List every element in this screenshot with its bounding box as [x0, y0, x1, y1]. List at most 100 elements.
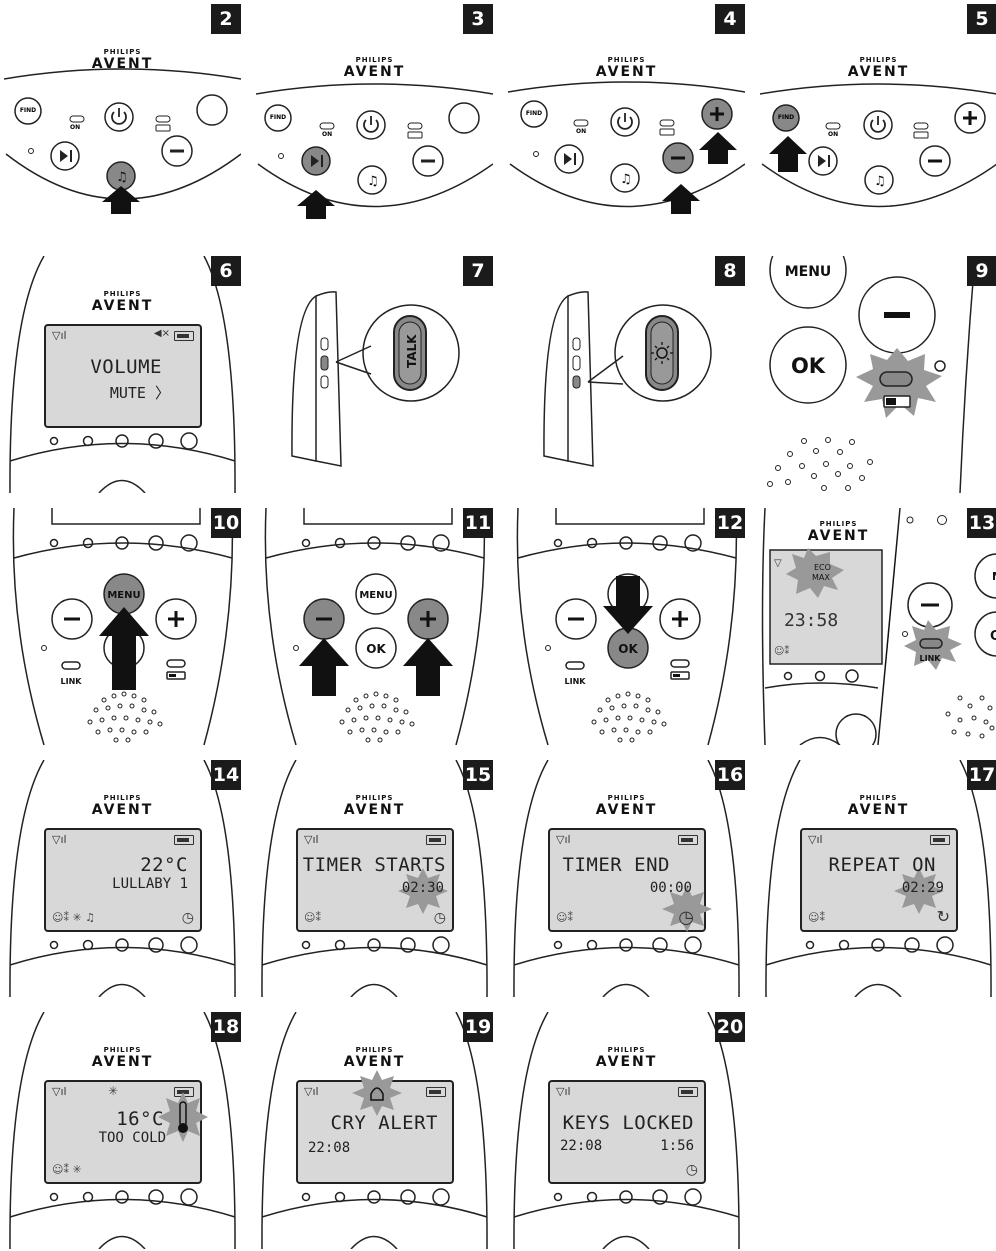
- brand-logo: AVENT: [91, 802, 154, 818]
- ok-button[interactable]: [769, 326, 847, 404]
- screen-line-1: REPEAT ON: [828, 854, 936, 876]
- step-number: 16: [715, 760, 745, 790]
- mute-icon: ◀×: [153, 328, 170, 339]
- battery-icon: [678, 835, 698, 845]
- screen-line-2: 02:30: [401, 880, 444, 896]
- find-label: FIND: [777, 114, 795, 121]
- plus-button[interactable]: [448, 102, 480, 134]
- brand-top: PHILIPS: [103, 290, 142, 298]
- brand-logo: AVENT: [595, 1054, 658, 1070]
- lcd-screen: ▽ıl 22°C LULLABY 1 ☺⁑ ✳ ♫ ◷: [44, 828, 202, 932]
- menu-label: MENU: [359, 590, 392, 601]
- step-panel-7: TALK 7: [256, 256, 493, 493]
- eco-badge-bottom: MAX: [812, 573, 830, 582]
- signal-icon: ▽ıl: [52, 833, 67, 846]
- screen-line-1: CRY ALERT: [330, 1112, 438, 1134]
- lullaby-button[interactable]: [357, 165, 387, 195]
- brand-logo: AVENT: [595, 64, 658, 80]
- screen-line-2: MUTE 〉: [109, 384, 170, 402]
- step-number: 11: [463, 508, 493, 538]
- svg-text:♫: ♫: [620, 172, 632, 187]
- lcd-screen: ▽ıl KEYS LOCKED 22:08 1:56 ◷: [548, 1080, 706, 1184]
- brand-logo: AVENT: [343, 64, 406, 80]
- find-button[interactable]: [264, 104, 292, 132]
- ok-label: OK: [990, 629, 996, 644]
- ok-label: OK: [618, 642, 638, 656]
- menu-button[interactable]: [769, 256, 847, 309]
- brand-logo: AVENT: [847, 802, 910, 818]
- timer-icon: ◷: [678, 907, 694, 928]
- step-number: 8: [715, 256, 745, 286]
- menu-label: MENU: [785, 264, 832, 280]
- step-number: 19: [463, 1012, 493, 1042]
- brand-top: PHILIPS: [355, 794, 394, 802]
- step-number: 14: [211, 760, 241, 790]
- screen-line-2: TOO COLD: [98, 1130, 166, 1146]
- plus-button[interactable]: [196, 94, 228, 126]
- repeat-timer-icon: ↻: [936, 907, 950, 926]
- signal-icon: ▽ıl: [52, 1085, 67, 1098]
- on-label: ON: [322, 131, 333, 138]
- nightlight-icon: ✳: [108, 1084, 119, 1098]
- ok-button[interactable]: [355, 627, 397, 669]
- brand-top: PHILIPS: [103, 48, 142, 56]
- step-panel-11: MENU OK 11: [256, 508, 493, 745]
- menu-button[interactable]: [355, 573, 397, 615]
- battery-button[interactable]: [879, 371, 913, 387]
- timer-icon: ◷: [685, 1162, 698, 1178]
- link-label: LINK: [565, 677, 587, 686]
- brand-top: PHILIPS: [607, 56, 646, 64]
- lcd-screen: ▽ıl ◀× VOLUME MUTE 〉: [44, 324, 202, 428]
- brand-logo: AVENT: [91, 298, 154, 314]
- on-label: ON: [828, 131, 839, 138]
- find-button[interactable]: [14, 97, 42, 125]
- on-label: ON: [70, 124, 81, 131]
- lullaby-button[interactable]: [610, 163, 640, 193]
- brand-top: PHILIPS: [859, 56, 898, 64]
- find-label: FIND: [269, 114, 287, 121]
- link-button[interactable]: [919, 638, 943, 649]
- step-number: 18: [211, 1012, 241, 1042]
- screen-line-1: TIMER END: [562, 854, 670, 876]
- brand-top: PHILIPS: [859, 794, 898, 802]
- find-button[interactable]: [772, 104, 800, 132]
- on-label: ON: [576, 128, 587, 135]
- signal-icon: ▽ıl: [304, 1085, 319, 1098]
- svg-text:♫: ♫: [367, 174, 379, 189]
- step-number: 15: [463, 760, 493, 790]
- step-number: 12: [715, 508, 745, 538]
- brand-top: PHILIPS: [355, 1046, 394, 1054]
- battery-icon: [426, 1087, 446, 1097]
- menu-label: MENU: [107, 590, 140, 601]
- screen-line-2-right: 1:56: [660, 1138, 694, 1154]
- brand-logo: AVENT: [807, 528, 870, 544]
- battery-icon: [678, 1087, 698, 1097]
- brand-logo: AVENT: [343, 802, 406, 818]
- status-icons: ☺⁑ ✳: [52, 1163, 82, 1176]
- svg-text:♫: ♫: [874, 174, 886, 189]
- status-icons: ☺⁑: [556, 911, 573, 924]
- menu-label: MENU: [992, 570, 996, 583]
- signal-icon: ▽ıl: [556, 833, 571, 846]
- screen-line-2: 00:00: [649, 880, 692, 896]
- brand-logo: AVENT: [91, 1054, 154, 1070]
- find-button[interactable]: [520, 100, 548, 128]
- screen-line-1: 22°C: [140, 854, 188, 876]
- battery-icon: [174, 835, 194, 845]
- find-label: FIND: [525, 110, 543, 117]
- lullaby-button[interactable]: [864, 165, 894, 195]
- step-number: 10: [211, 508, 241, 538]
- screen-line-2-left: 22:08: [560, 1138, 603, 1154]
- brand-top: PHILIPS: [819, 520, 858, 528]
- eco-time: 23:58: [784, 610, 838, 631]
- lcd-screen: ▽ıl TIMER END 00:00 ☺⁑ ◷: [548, 828, 712, 932]
- brand-logo: AVENT: [847, 64, 910, 80]
- signal-icon: ▽ıl: [304, 833, 319, 846]
- lcd-screen: ▽ıl TIMER STARTS 02:30 ☺⁑ ◷: [296, 828, 454, 932]
- timer-icon: ◷: [181, 910, 194, 926]
- brand-top: PHILIPS: [103, 794, 142, 802]
